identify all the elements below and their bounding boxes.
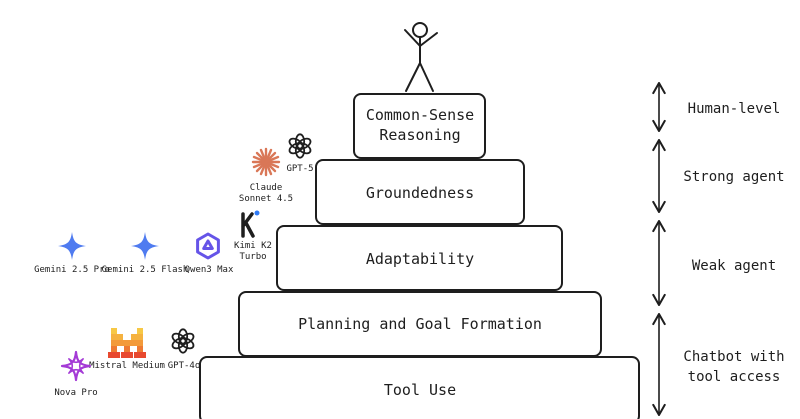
svg-text:Mistral Medium: Mistral Medium	[89, 361, 165, 371]
model-claude-sonnet-4-5: Claude Sonnet 4.5	[239, 147, 293, 204]
tier-chatbot-line-2: tool access	[688, 369, 781, 385]
svg-text:Gemini 2.5 Flash: Gemini 2.5 Flash	[102, 265, 189, 275]
model-gpt-4o: GPT-4o	[168, 328, 201, 371]
qwen-icon	[196, 232, 220, 260]
pyramid-level-common-sense: Common-Sense Reasoning	[353, 93, 486, 159]
svg-text:Claude: Claude	[250, 183, 283, 193]
mistral-icon	[108, 328, 146, 358]
level-label: Tool Use	[384, 381, 456, 399]
model-kimi-k2-turbo: Kimi K2 Turbo	[234, 210, 272, 262]
model-gemini-2-5-flash: Gemini 2.5 Flash	[102, 232, 189, 275]
svg-text:Gemini 2.5 Pro: Gemini 2.5 Pro	[34, 265, 110, 275]
model-gemini-2-5-pro: Gemini 2.5 Pro	[34, 232, 110, 275]
openai-icon	[286, 133, 314, 159]
tier-strong-agent: Strong agent	[683, 169, 784, 185]
gemini-icon	[58, 232, 86, 260]
openai-icon	[169, 328, 197, 354]
pyramid-level-groundedness: Groundedness	[315, 159, 525, 225]
nova-icon	[60, 350, 92, 382]
level-label-line-2: Reasoning	[379, 126, 460, 144]
level-label: Adaptability	[366, 250, 474, 268]
svg-text:Qwen3 Max: Qwen3 Max	[185, 265, 234, 275]
model-gpt-5: GPT-5	[286, 133, 314, 174]
pyramid-level-planning: Planning and Goal Formation	[238, 291, 602, 357]
pyramid-level-adaptability: Adaptability	[276, 225, 563, 291]
pyramid-level-tool-use: Tool Use	[199, 356, 640, 419]
level-label: Groundedness	[366, 184, 474, 202]
tier-weak-agent: Weak agent	[692, 258, 776, 274]
gemini-icon	[131, 232, 159, 260]
svg-text:Kimi K2: Kimi K2	[234, 241, 272, 251]
svg-text:Sonnet 4.5: Sonnet 4.5	[239, 194, 293, 204]
stick-figure-icon	[404, 22, 438, 92]
level-label-line-1: Common-Sense	[366, 106, 474, 124]
model-mistral-medium: Mistral Medium	[89, 328, 165, 371]
model-nova-pro: Nova Pro	[54, 350, 98, 398]
level-label: Planning and Goal Formation	[298, 315, 542, 333]
svg-text:GPT-5: GPT-5	[286, 164, 313, 174]
tier-chatbot-line-1: Chatbot with	[683, 349, 784, 365]
svg-text:Turbo: Turbo	[239, 252, 266, 262]
svg-text:GPT-4o: GPT-4o	[168, 361, 201, 371]
claude-icon	[251, 147, 281, 177]
kimi-icon	[241, 210, 260, 238]
svg-text:Nova Pro: Nova Pro	[54, 388, 97, 398]
tier-human-level: Human-level	[688, 101, 781, 117]
model-qwen3-max: Qwen3 Max	[185, 232, 234, 275]
